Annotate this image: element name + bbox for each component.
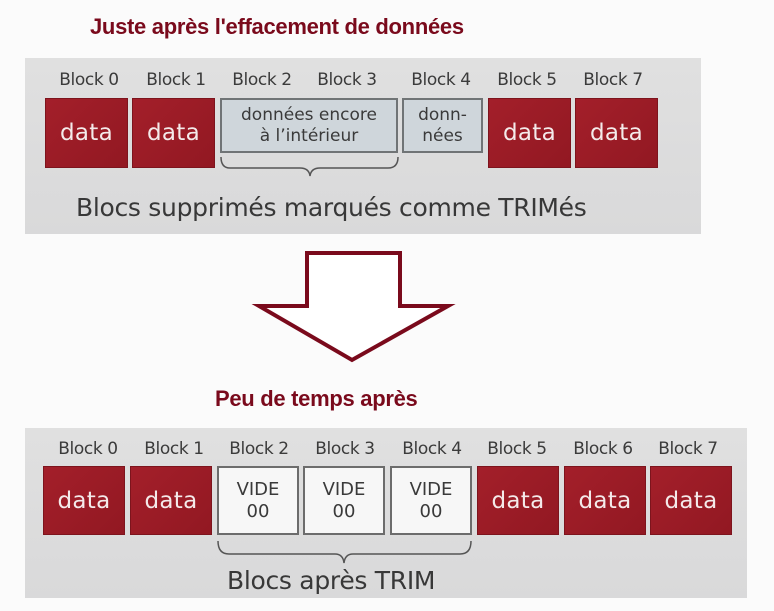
label-block-2: Block 2 xyxy=(229,439,289,459)
block-text: data xyxy=(146,120,200,146)
data-block-5: data xyxy=(488,98,571,168)
block-text-line1: donn- xyxy=(418,104,467,125)
label-block-7: Block 7 xyxy=(658,439,718,459)
data-block-0: data xyxy=(43,466,125,535)
brace-icon xyxy=(217,540,472,564)
block-text-line2: à l’intérieur xyxy=(259,125,359,146)
label-block-1: Block 1 xyxy=(146,70,206,90)
block-text: data xyxy=(502,120,556,146)
block-text-line2: nées xyxy=(422,125,463,146)
label-block-3: Block 3 xyxy=(317,70,377,90)
empty-block-2: VIDE 00 xyxy=(217,466,299,535)
label-block-7: Block 7 xyxy=(583,70,643,90)
label-block-5: Block 5 xyxy=(487,439,547,459)
caption-before: Blocs supprimés marqués comme TRIMés xyxy=(76,193,587,222)
label-block-4: Block 4 xyxy=(402,439,462,459)
block-text: data xyxy=(59,120,113,146)
heading-after: Peu de temps après xyxy=(215,386,418,411)
empty-block-4: VIDE 00 xyxy=(390,466,472,535)
block-text-line1: données encore xyxy=(241,104,377,125)
block-text: data xyxy=(578,487,632,514)
block-text: data xyxy=(589,120,643,146)
trim-marked-block-2-3: données encore à l’intérieur xyxy=(220,98,398,153)
data-block-7: data xyxy=(650,466,732,535)
label-block-0: Block 0 xyxy=(59,70,119,90)
block-text: data xyxy=(664,487,718,514)
block-text: data xyxy=(57,487,111,514)
block-text-line1: VIDE xyxy=(236,478,280,500)
heading-before: Juste après l'effacement de données xyxy=(90,14,464,39)
data-block-0: data xyxy=(45,98,128,168)
label-block-1: Block 1 xyxy=(144,439,204,459)
block-text-line2: 00 xyxy=(332,500,356,522)
data-block-1: data xyxy=(132,98,215,168)
label-block-4: Block 4 xyxy=(411,70,471,90)
label-block-6: Block 6 xyxy=(573,439,633,459)
arrow-down-icon xyxy=(251,251,456,363)
label-block-3: Block 3 xyxy=(315,439,375,459)
block-text-line1: VIDE xyxy=(409,478,453,500)
data-block-1: data xyxy=(130,466,212,535)
label-block-0: Block 0 xyxy=(58,439,118,459)
brace-icon xyxy=(220,156,399,177)
data-block-5: data xyxy=(477,466,559,535)
trim-marked-block-4: donn- nées xyxy=(402,98,483,153)
data-block-7: data xyxy=(575,98,658,168)
label-block-5: Block 5 xyxy=(497,70,557,90)
block-text: data xyxy=(144,487,198,514)
data-block-6: data xyxy=(564,466,646,535)
block-text-line1: VIDE xyxy=(322,478,366,500)
empty-block-3: VIDE 00 xyxy=(303,466,385,535)
label-block-2: Block 2 xyxy=(232,70,292,90)
block-text-line2: 00 xyxy=(246,500,270,522)
block-text-line2: 00 xyxy=(419,500,443,522)
caption-after: Blocs après TRIM xyxy=(227,566,436,595)
block-text: data xyxy=(491,487,545,514)
